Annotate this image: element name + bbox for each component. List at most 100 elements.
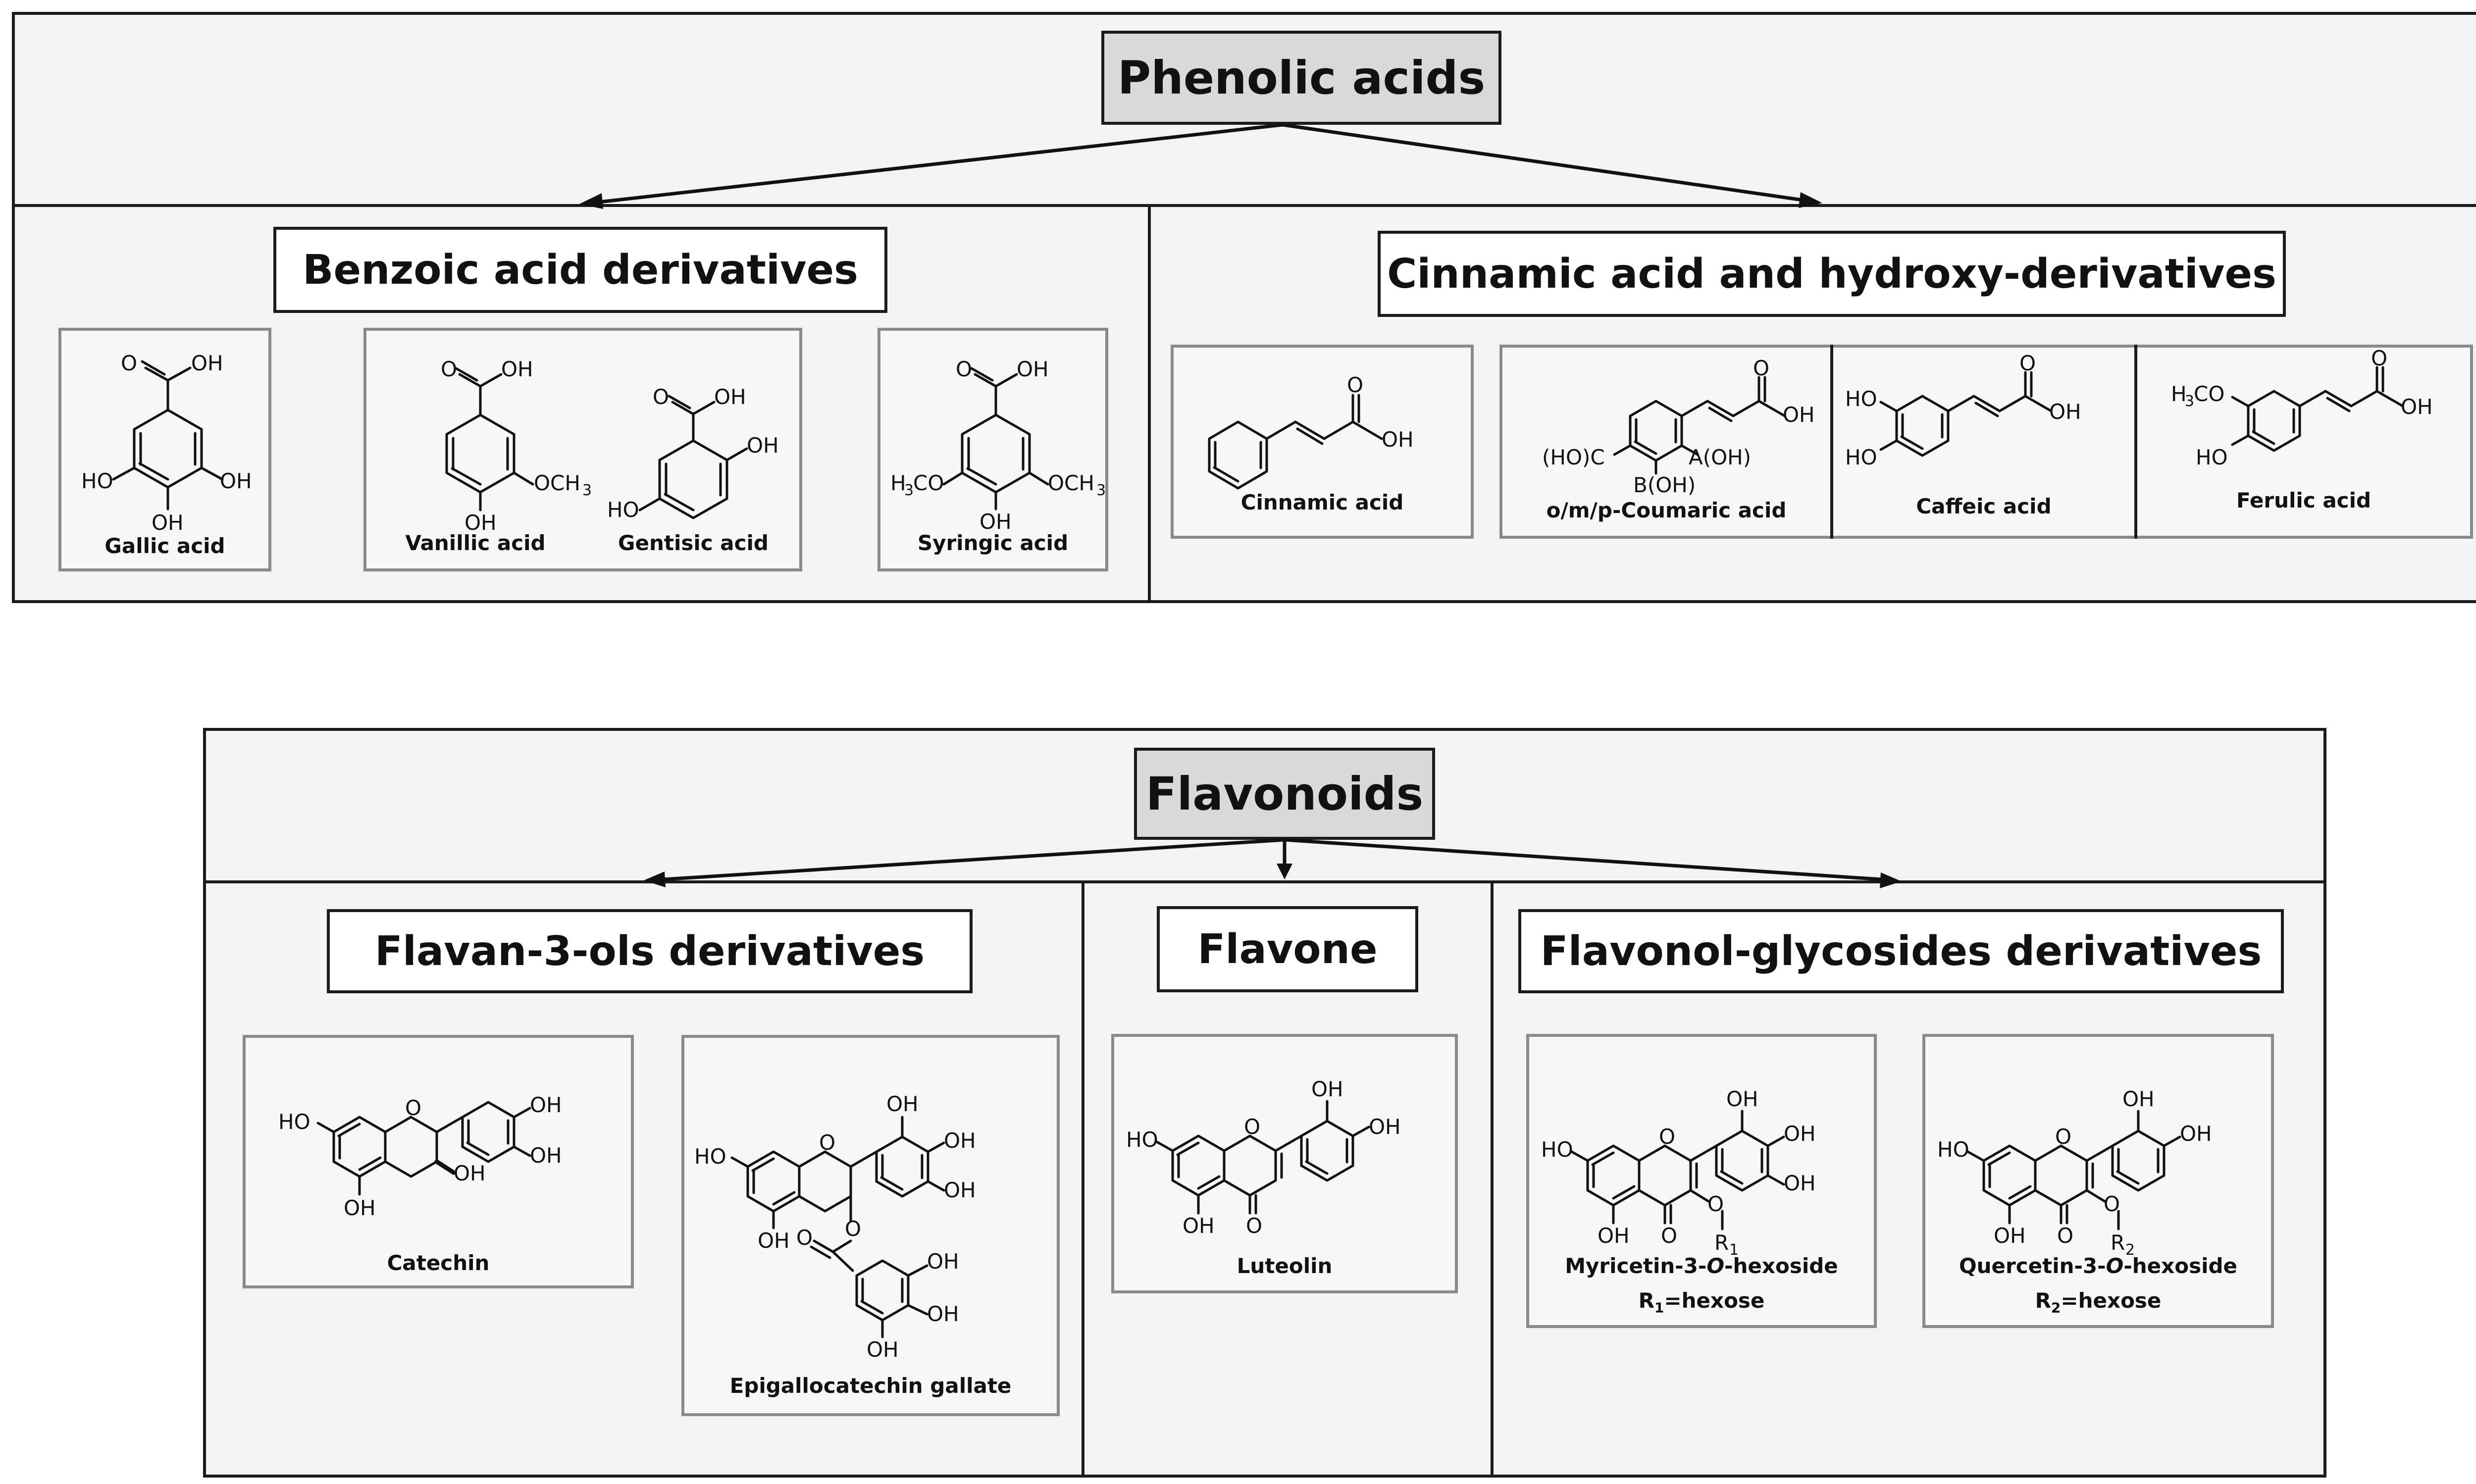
svg-text:OH: OH bbox=[1784, 1122, 1816, 1146]
svg-text:O: O bbox=[2371, 346, 2387, 370]
phenolic-acids-title: Phenolic acids bbox=[1101, 31, 1501, 125]
svg-text:O: O bbox=[2104, 1192, 2120, 1216]
svg-text:O: O bbox=[819, 1130, 835, 1155]
svg-text:OCH: OCH bbox=[1048, 471, 1094, 495]
svg-text:OH: OH bbox=[927, 1249, 959, 1274]
gallic-acid-structure: O OH HO OH OH bbox=[81, 351, 252, 535]
svg-text:O: O bbox=[441, 357, 457, 381]
svg-text:3: 3 bbox=[2185, 393, 2194, 410]
svg-text:O: O bbox=[1244, 1115, 1260, 1139]
svg-text:A(OH): A(OH) bbox=[1689, 445, 1751, 469]
myricetin-r1-label: R1=hexose bbox=[1638, 1288, 1765, 1316]
benzoic-acid-derivatives-title: Benzoic acid derivatives bbox=[273, 227, 887, 313]
svg-text:OH: OH bbox=[714, 385, 746, 409]
catechin-label: Catechin bbox=[387, 1251, 490, 1275]
gentisic-acid-structure: O OH OH HO bbox=[607, 385, 779, 522]
luteolin-structure: O HO OH OH OH O bbox=[1126, 1077, 1401, 1238]
svg-text:O: O bbox=[1659, 1125, 1675, 1149]
svg-text:O: O bbox=[1246, 1214, 1262, 1238]
svg-text:O: O bbox=[2057, 1224, 2073, 1248]
svg-text:2: 2 bbox=[2125, 1241, 2135, 1259]
svg-text:OH: OH bbox=[152, 511, 184, 535]
svg-text:H: H bbox=[890, 471, 906, 495]
syringic-acid-label: Syringic acid bbox=[917, 531, 1069, 555]
gallic-acid-label: Gallic acid bbox=[104, 534, 225, 558]
gallic-acid-card: O OH HO OH OH Gallic acid bbox=[58, 328, 271, 571]
svg-text:1: 1 bbox=[1729, 1241, 1739, 1259]
coumaric-acid-structure: O OH (HO)C A(OH) B(OH) bbox=[1542, 356, 1815, 497]
cinnamic-acid-structure: O OH bbox=[1208, 373, 1414, 490]
svg-text:HO: HO bbox=[1845, 445, 1877, 469]
hydroxy-cinnamic-card bbox=[1499, 345, 2473, 539]
flavan-3-ols-title: Flavan-3-ols derivatives bbox=[327, 909, 973, 993]
svg-text:OH: OH bbox=[191, 351, 223, 375]
svg-text:OH: OH bbox=[944, 1178, 976, 1202]
svg-text:HO: HO bbox=[1845, 387, 1877, 411]
svg-text:OH: OH bbox=[1783, 403, 1815, 427]
svg-text:HO: HO bbox=[607, 498, 639, 522]
coumaric-acid-cell: O OH (HO)C A(OH) B(OH) o/m/p-Coumaric ac… bbox=[1502, 348, 1830, 536]
flavonol-glycosides-title: Flavonol-glycosides derivatives bbox=[1518, 909, 2284, 993]
svg-text:OH: OH bbox=[980, 510, 1012, 534]
coumaric-acid-label: o/m/p-Coumaric acid bbox=[1546, 498, 1787, 522]
luteolin-label: Luteolin bbox=[1237, 1254, 1333, 1278]
svg-text:R: R bbox=[2111, 1230, 2125, 1255]
luteolin-card: O HO OH OH OH O Luteolin bbox=[1111, 1034, 1458, 1293]
epigallocatechin-gallate-structure: O HO OH OH OH O O OH OH OH OH bbox=[694, 1092, 976, 1362]
quercetin-hexoside-label: Quercetin-3-O-hexoside bbox=[1959, 1254, 2238, 1278]
svg-text:OH: OH bbox=[344, 1196, 376, 1220]
svg-text:OH: OH bbox=[1726, 1087, 1758, 1111]
caffeic-acid-structure: O OH HO HO bbox=[1845, 351, 2081, 469]
svg-text:OH: OH bbox=[758, 1228, 790, 1253]
epigallocatechin-gallate-card: O HO OH OH OH O O OH OH OH OH Epigalloca… bbox=[681, 1035, 1060, 1416]
caffeic-acid-cell: O OH HO HO Caffeic acid bbox=[1833, 348, 2134, 536]
svg-text:OH: OH bbox=[1382, 427, 1414, 452]
svg-text:OH: OH bbox=[1017, 357, 1049, 381]
svg-text:OH: OH bbox=[454, 1161, 486, 1185]
svg-text:OH: OH bbox=[2401, 395, 2433, 419]
svg-text:O: O bbox=[2019, 351, 2036, 375]
svg-text:HO: HO bbox=[1126, 1127, 1158, 1152]
svg-text:OH: OH bbox=[220, 469, 252, 493]
svg-text:HO: HO bbox=[1937, 1137, 1969, 1162]
svg-text:OH: OH bbox=[501, 357, 533, 381]
svg-text:OH: OH bbox=[1784, 1171, 1816, 1195]
svg-text:OH: OH bbox=[1369, 1115, 1401, 1139]
svg-text:OH: OH bbox=[2049, 400, 2081, 424]
svg-text:CO: CO bbox=[2194, 382, 2224, 406]
svg-text:3: 3 bbox=[582, 482, 592, 499]
svg-text:HO: HO bbox=[694, 1144, 726, 1169]
vanillic-acid-label: Vanillic acid bbox=[405, 531, 546, 555]
svg-text:O: O bbox=[1347, 373, 1363, 397]
svg-text:O: O bbox=[1707, 1192, 1724, 1216]
svg-text:OH: OH bbox=[927, 1302, 959, 1326]
epigallocatechin-gallate-label: Epigallocatechin gallate bbox=[729, 1374, 1012, 1398]
svg-text:O: O bbox=[1661, 1224, 1677, 1248]
svg-text:OH: OH bbox=[1994, 1224, 2026, 1248]
svg-text:OH: OH bbox=[1183, 1214, 1215, 1238]
myricetin-hexoside-label: Myricetin-3-O-hexoside bbox=[1565, 1254, 1838, 1278]
hydroxy-card-divider-2 bbox=[2134, 345, 2137, 539]
svg-text:OH: OH bbox=[464, 511, 497, 535]
svg-text:O: O bbox=[653, 385, 669, 409]
cinnamic-acid-label: Cinnamic acid bbox=[1240, 490, 1404, 514]
catechin-structure: O HO OH OH OH OH bbox=[278, 1093, 562, 1220]
svg-text:OH: OH bbox=[1598, 1224, 1630, 1248]
svg-text:OH: OH bbox=[1311, 1077, 1343, 1101]
svg-text:OH: OH bbox=[530, 1143, 562, 1168]
cinnamic-acid-card: O OH Cinnamic acid bbox=[1171, 345, 1474, 539]
svg-text:O: O bbox=[2055, 1125, 2071, 1149]
hydroxy-card-divider-1 bbox=[1830, 345, 1833, 539]
svg-text:3: 3 bbox=[904, 482, 914, 499]
gallic-o: O bbox=[121, 351, 137, 375]
